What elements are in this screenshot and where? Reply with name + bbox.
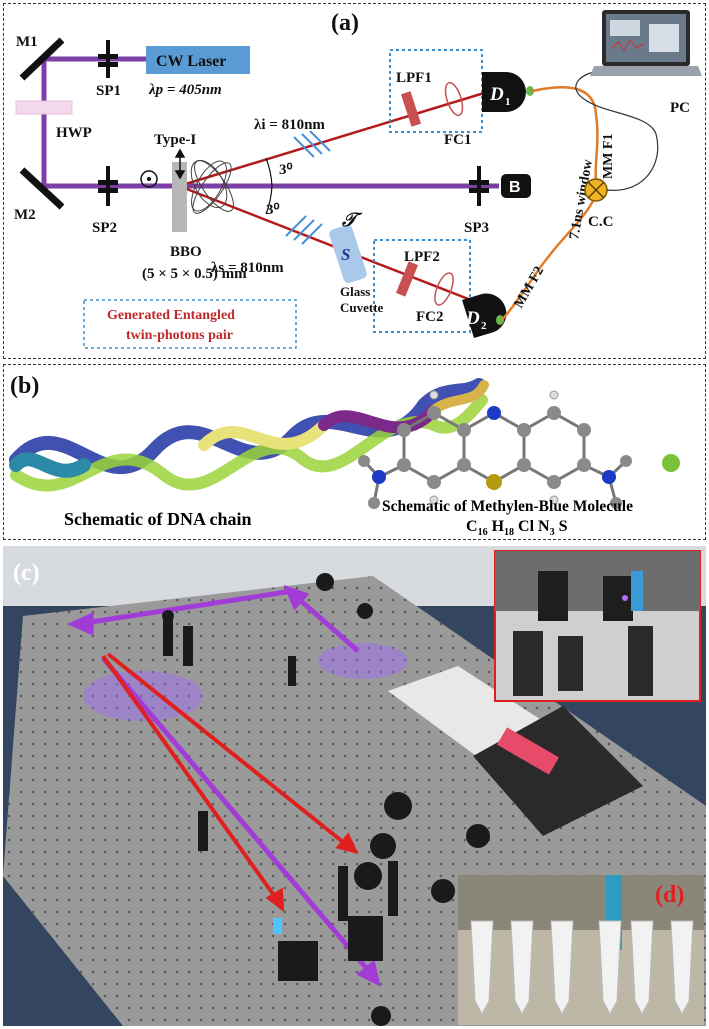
polarization-arrow-icon [174,148,186,180]
detector-d1 [482,72,526,112]
pump-wavelength: λp = 405nm [148,82,222,98]
detector-d2 [462,293,507,338]
signal-filter-box [373,239,471,333]
mirror-m1-label: M1 [16,34,38,50]
molecule-atoms [358,390,680,509]
fc1-lens [444,81,464,117]
dna-caption: Schematic of DNA chain [64,509,252,529]
panel-b-label: (b) [10,373,39,399]
entangled-note-line2: twin-photons pair [126,328,233,343]
photo-optical-mounts [162,573,490,1026]
lab-photo-image: (c) (d) [3,546,706,1026]
d1-label: D [489,84,504,105]
photon-beams [178,88,495,304]
fc2-label: FC2 [416,309,444,325]
mb-caption: Schematic of Methylen-Blue Molecule [382,498,633,515]
beam-block [501,174,531,198]
crystal-type: Type-I [154,132,196,148]
panel-d-vials-photo [458,875,704,1025]
shutter-sp2 [98,166,118,206]
panel-c-lab-photo: (c) (d) [3,546,706,1026]
photo-pump-arrows [66,584,381,987]
crystal-size: (5 × 5 × 0.5) mm [142,266,247,282]
d2-subscript: 2 [481,320,487,332]
laptop-pc-icon [590,10,702,76]
cuvette-label-line1: Glass [340,284,370,299]
fc2-lens [434,272,454,306]
beam-block-label: B [509,179,521,196]
molecule-diagram: (b) Schematic of DNA chain [9,373,680,538]
cuvette-label-line2: Cuvette [340,300,384,315]
d1-subscript: 1 [505,96,511,108]
idler-polarization-arrows-icon [293,130,331,158]
shutter-sp3 [469,166,489,206]
angle-top: 3⁰ [279,162,293,178]
d2-label: D [465,308,480,329]
lpf1-label: LPF1 [396,70,432,86]
mirror-m2 [19,167,65,210]
panel-d-label: (d) [655,882,684,908]
sp1-label: SP1 [96,83,121,99]
shutter-sp1 [98,40,118,78]
panel-c-label: (c) [13,560,40,586]
signal-wavelength: λs = 810nm [211,260,284,276]
signal-polarization-arrows-icon [285,215,323,245]
mirror-m1 [19,37,65,81]
lpf2 [395,261,419,297]
pc-label: PC [670,100,690,116]
polarization-dot-icon [140,170,158,188]
entanglement-loops-icon [190,159,234,214]
fiber-f1-label: MM F1 [601,134,616,179]
idler-filter-box [389,49,483,133]
crystal-name: BBO [170,244,202,260]
sample-symbol: 𝒯 [341,210,363,231]
panel-a-label: (a) [331,10,359,36]
setup-diagram: M1 M2 HWP SP1 SP2 SP3 CW Laser λp = 405n… [14,10,702,349]
mirror-m2-label: M2 [14,207,36,223]
bbo-crystal [172,162,187,232]
fiber-mm-f2 [501,198,596,321]
panel-a-setup-schematic: M1 M2 HWP SP1 SP2 SP3 CW Laser λp = 405n… [3,3,706,359]
photo-inset [494,550,701,702]
lpf2-label: LPF2 [404,249,440,265]
laser-label: CW Laser [156,53,226,70]
lpf1 [400,91,422,127]
pc-cable [575,69,659,191]
panel-b-molecules: (b) Schematic of DNA chain [3,364,706,540]
sample-letter: S [341,245,350,264]
dna-helix-image [9,378,489,492]
fiber-f2-label: MM F2 [511,264,547,311]
photo-photon-arrows [101,652,359,913]
mb-formula: C16 H18 Cl N3 S [466,518,568,538]
angle-bottom: 3⁰ [266,202,280,218]
sp3-label: SP3 [464,220,489,236]
coincidence-label: C.C [588,214,613,230]
idler-wavelength: λi = 810nm [254,117,325,133]
entangled-note-line1: Generated Entangled [107,308,235,323]
fc1-label: FC1 [444,132,472,148]
glass-cuvette [329,224,367,284]
coincidence-counter [584,178,608,202]
sp2-label: SP2 [92,220,117,236]
fiber-mm-f1 [531,85,599,183]
half-wave-plate [15,100,73,115]
entangled-pair-note [83,299,297,349]
hwp-label: HWP [56,125,92,141]
cw-laser [146,46,250,74]
